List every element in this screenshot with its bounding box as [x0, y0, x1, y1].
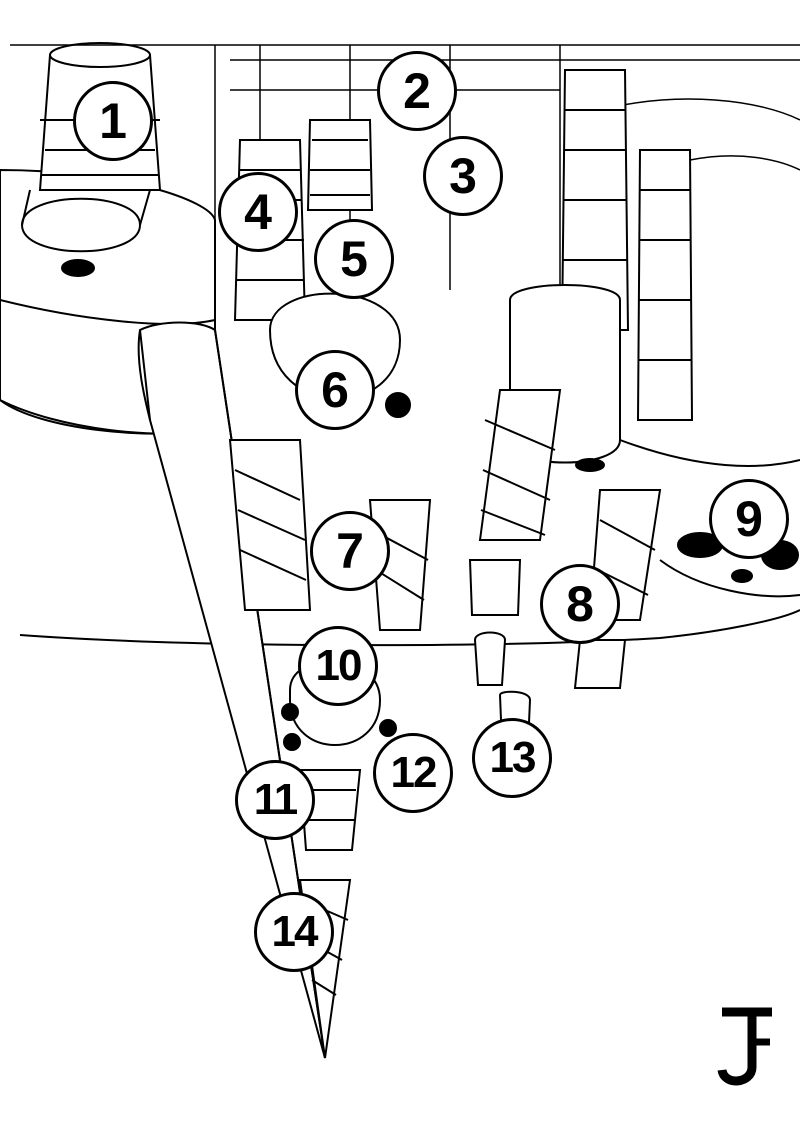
- lower-disc-platform: [19, 439, 800, 647]
- callout-6: 6: [295, 350, 375, 430]
- callout-8: 8: [540, 564, 620, 644]
- callout-5: 5: [314, 219, 394, 299]
- callout-9: 9: [709, 479, 789, 559]
- callout-1: 1: [73, 81, 153, 161]
- callout-2: 2: [377, 51, 457, 131]
- callout-4: 4: [218, 172, 298, 252]
- callout-3: 3: [423, 136, 503, 216]
- callout-13: 13: [472, 718, 552, 798]
- callout-14: 14: [254, 892, 334, 972]
- artist-signature-icon: [717, 1007, 772, 1086]
- callout-7: 7: [310, 511, 390, 591]
- callout-10: 10: [298, 626, 378, 706]
- callout-11: 11: [235, 760, 315, 840]
- callout-12: 12: [373, 733, 453, 813]
